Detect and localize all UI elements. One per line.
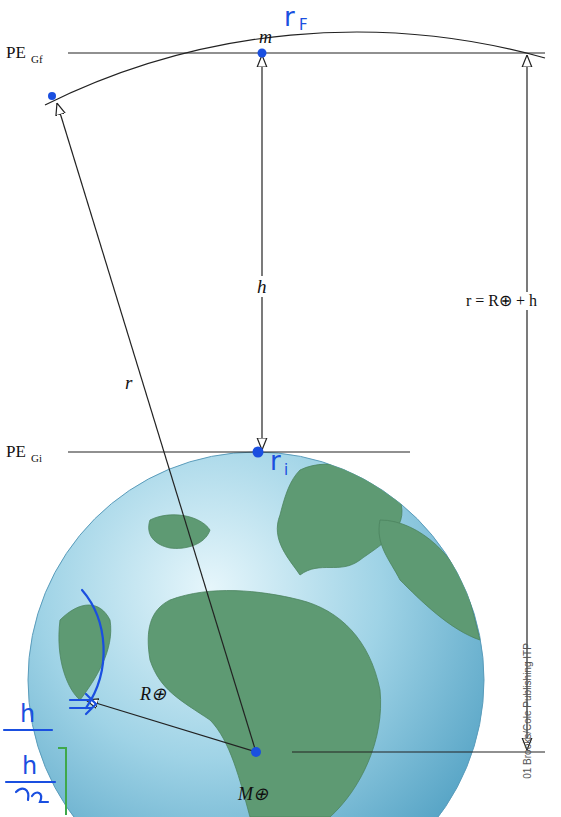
handwritten-label: r — [270, 448, 281, 474]
mass-label: M⊕ — [238, 785, 268, 803]
radius-label: R⊕ — [140, 685, 166, 703]
mass-label: m — [259, 28, 272, 46]
energy-label: PE — [6, 44, 26, 61]
handwritten-label: h — [20, 702, 35, 726]
handwritten-subscript: i — [284, 463, 288, 478]
handwritten-label: r — [284, 4, 295, 30]
energy-label: PE — [6, 443, 26, 460]
handwritten-label: h — [22, 754, 37, 778]
height-label: h — [254, 276, 270, 297]
energy-subscript: Gi — [31, 453, 42, 464]
energy-subscript: Gf — [31, 54, 43, 65]
copyright-note: 01 Brooks/Cole Publishing ITP — [523, 643, 533, 779]
radius-label: r — [122, 372, 135, 393]
dimension-label: r = R⊕ + h — [463, 292, 540, 310]
handwritten-subscript: F — [299, 18, 308, 33]
